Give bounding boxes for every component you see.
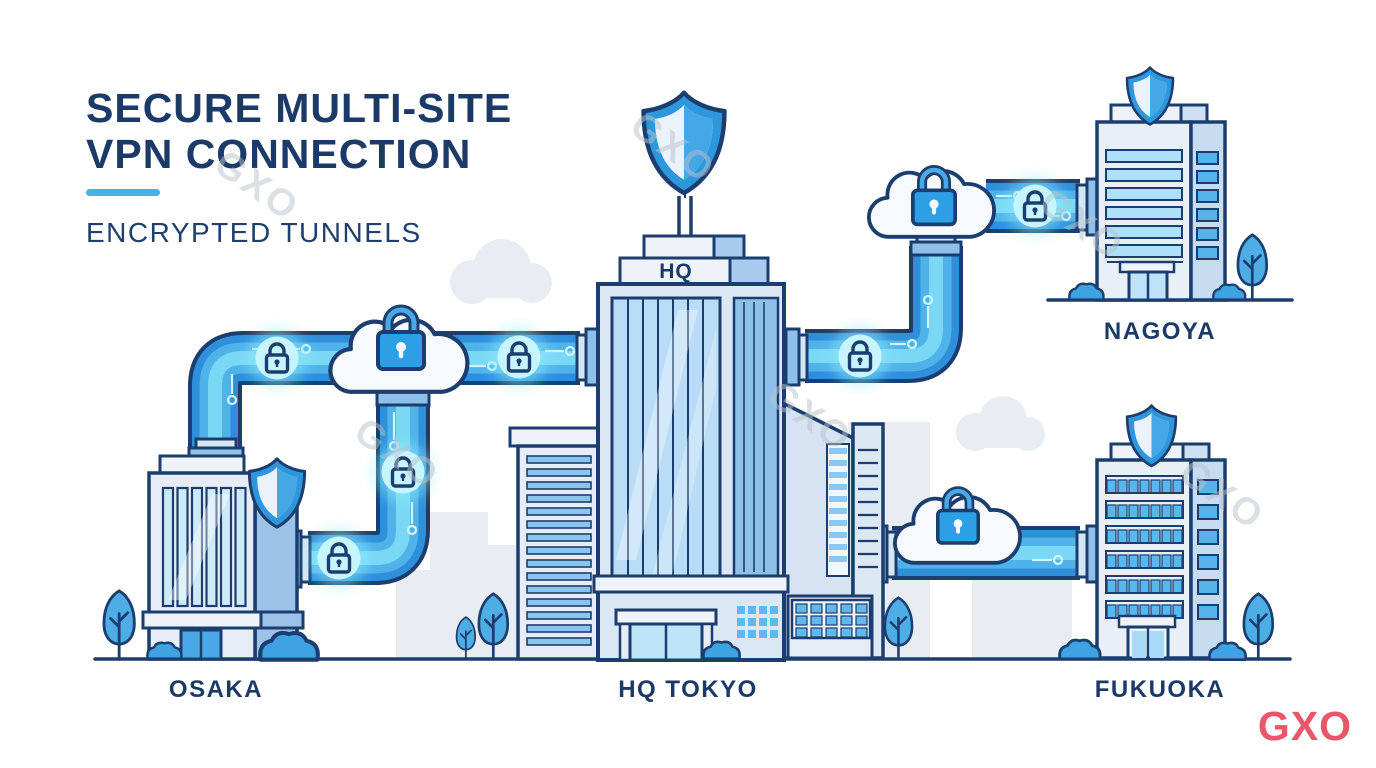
- hq-towerB-windows: [858, 448, 878, 569]
- background-cloud: [956, 396, 1045, 451]
- gxo-logo: GXO: [1258, 703, 1352, 749]
- site-label-hq-tokyo: HQ TOKYO: [618, 676, 758, 703]
- page-title-line1: SECURE MULTI-SITE: [86, 85, 512, 131]
- page-title-line2: VPN CONNECTION: [86, 131, 471, 177]
- hq-right-tower-windows: [829, 448, 847, 562]
- padlock-badge-icon: [248, 329, 306, 387]
- tree-icon: [1242, 592, 1275, 660]
- osaka-windows: [161, 486, 247, 608]
- fukuoka-building: [1058, 404, 1275, 661]
- padlock-badge-icon: [490, 328, 548, 386]
- osaka-building: [141, 454, 307, 661]
- padlock-badge-icon: [831, 327, 889, 385]
- accent-underline: [86, 189, 160, 196]
- hq-left-tower-windows: [526, 455, 592, 646]
- hq-entrance: [614, 608, 718, 662]
- nagoya-side-windows: [1196, 151, 1219, 260]
- site-label-nagoya: NAGOYA: [1104, 318, 1216, 345]
- tunnel-hq-osaka-top: [188, 331, 580, 448]
- cloud-padlock-icon: [378, 310, 424, 369]
- tunnel-cloud-osaka-side: [308, 404, 430, 585]
- site-label-osaka: OSAKA: [169, 676, 263, 703]
- hq-annex-windows: [795, 603, 868, 638]
- fukuoka-side-windows: [1197, 479, 1219, 620]
- header: SECURE MULTI-SITE VPN CONNECTION ENCRYPT…: [86, 85, 512, 248]
- tunnel-hq-nagoya-riser: [805, 246, 963, 383]
- hq-tokyo-building: HQ: [508, 93, 885, 662]
- hq-roof-label: HQ: [659, 260, 693, 283]
- hq-facade-grid: [737, 606, 778, 638]
- tree-icon: [102, 589, 136, 661]
- site-label-fukuoka: FUKUOKA: [1095, 676, 1226, 703]
- padlock-badge-icon: [310, 529, 368, 587]
- nagoya-building: [1068, 66, 1269, 302]
- page-subtitle: ENCRYPTED TUNNELS: [86, 217, 422, 248]
- background-cloud: [450, 239, 552, 304]
- nagoya-windows: [1105, 149, 1183, 263]
- fukuoka-window-grid: [1105, 475, 1184, 619]
